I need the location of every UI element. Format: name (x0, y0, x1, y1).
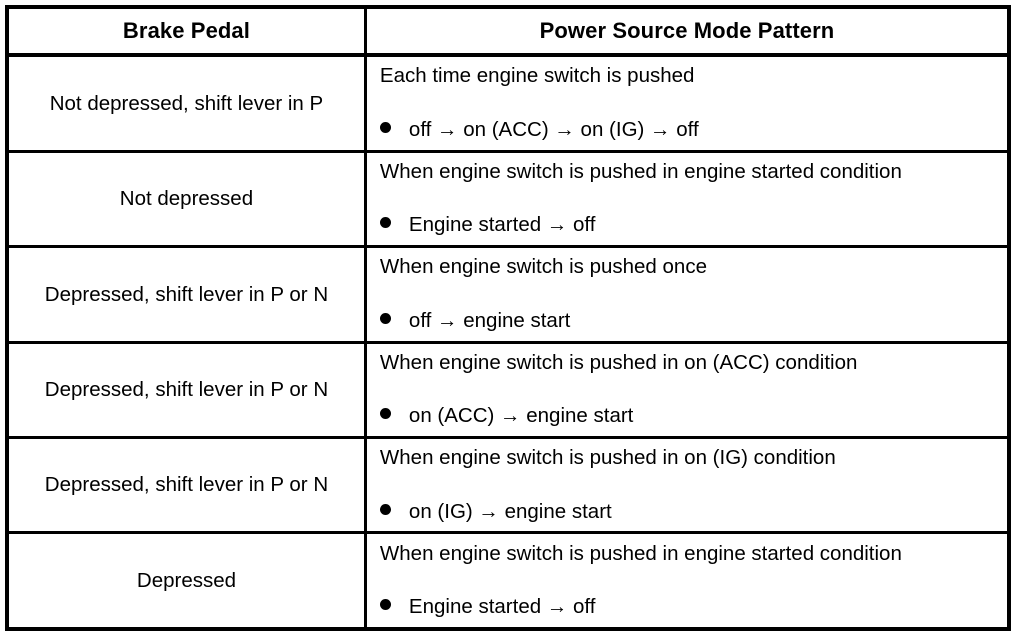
power-source-mode-content: Each time engine switch is pushed off → … (367, 64, 1007, 142)
brake-pedal-cell: Depressed, shift lever in P or N (7, 436, 367, 533)
table-row: Not depressed, shift lever in P Each tim… (7, 55, 1009, 152)
brake-pedal-cell: Depressed, shift lever in P or N (7, 245, 367, 343)
power-source-mode-cell: When engine switch is pushed in on (ACC)… (365, 340, 1009, 438)
table-row: Depressed, shift lever in P or N When en… (7, 340, 1009, 438)
power-source-mode-content: When engine switch is pushed in on (IG) … (367, 446, 1007, 524)
power-source-mode-cell: Each time engine switch is pushed off → … (365, 55, 1009, 152)
power-source-mode-cell: When engine switch is pushed in on (IG) … (365, 436, 1009, 533)
table-header-row: Brake Pedal Power Source Mode Pattern (7, 7, 1009, 58)
condition-text: When engine switch is pushed in on (IG) … (379, 446, 836, 470)
brake-pedal-value: Depressed, shift lever in P or N (44, 473, 329, 497)
brake-pedal-value: Depressed (136, 568, 237, 592)
pattern-text: on (ACC) → engine start (408, 404, 634, 428)
power-source-mode-table: Brake Pedal Power Source Mode Pattern No… (5, 5, 1011, 631)
brake-pedal-value: Not depressed (119, 187, 254, 211)
power-source-mode-content: When engine switch is pushed in engine s… (367, 160, 1007, 238)
condition-text: Each time engine switch is pushed (379, 64, 695, 88)
bullet-icon (379, 503, 391, 515)
brake-pedal-cell: Not depressed, shift lever in P (7, 55, 367, 152)
condition-text: When engine switch is pushed in engine s… (379, 541, 902, 565)
column-header-power-source-mode-pattern: Power Source Mode Pattern (365, 7, 1009, 58)
brake-pedal-value: Not depressed, shift lever in P (49, 91, 324, 115)
brake-pedal-value: Depressed, shift lever in P or N (44, 378, 329, 402)
bullet-icon (379, 217, 391, 229)
table-row: Not depressed When engine switch is push… (7, 149, 1009, 247)
power-source-mode-cell: When engine switch is pushed in engine s… (365, 149, 1009, 247)
power-source-mode-content: When engine switch is pushed once off → … (367, 255, 1007, 333)
bullet-icon (379, 121, 391, 133)
column-header-brake-pedal-label: Brake Pedal (122, 18, 250, 43)
brake-pedal-value: Depressed, shift lever in P or N (44, 282, 329, 306)
pattern-text: off → on (ACC) → on (IG) → off (408, 117, 699, 141)
brake-pedal-cell: Depressed (7, 531, 367, 629)
power-source-mode-content: When engine switch is pushed in engine s… (367, 542, 1007, 620)
power-source-mode-cell: When engine switch is pushed in engine s… (365, 531, 1009, 629)
pattern-text: on (IG) → engine start (408, 499, 612, 523)
table-row: Depressed, shift lever in P or N When en… (7, 436, 1009, 533)
pattern-bullet-line: off → on (ACC) → on (IG) → off (379, 117, 1003, 143)
pattern-text: Engine started → off (408, 595, 596, 619)
brake-pedal-cell: Not depressed (7, 149, 367, 247)
bullet-icon (379, 408, 391, 420)
pattern-text: Engine started → off (408, 213, 596, 237)
pattern-bullet-line: Engine started → off (379, 213, 1003, 238)
table-row: Depressed, shift lever in P or N When en… (7, 245, 1009, 343)
table-body: Not depressed, shift lever in P Each tim… (7, 55, 1009, 629)
column-header-brake-pedal: Brake Pedal (7, 7, 367, 58)
power-source-mode-content: When engine switch is pushed in on (ACC)… (367, 351, 1007, 429)
column-header-power-source-mode-pattern-label: Power Source Mode Pattern (539, 18, 835, 43)
table-row: Depressed When engine switch is pushed i… (7, 531, 1009, 629)
condition-text: When engine switch is pushed in on (ACC)… (379, 350, 858, 374)
condition-text: When engine switch is pushed in engine s… (379, 159, 902, 183)
pattern-bullet-line: on (ACC) → engine start (379, 404, 1003, 429)
bullet-icon (379, 312, 391, 324)
power-source-mode-cell: When engine switch is pushed once off → … (365, 245, 1009, 343)
pattern-text: off → engine start (408, 308, 571, 332)
table-header: Brake Pedal Power Source Mode Pattern (7, 7, 1009, 58)
pattern-bullet-line: on (IG) → engine start (379, 499, 1003, 525)
pattern-bullet-line: Engine started → off (379, 595, 1003, 620)
pattern-bullet-line: off → engine start (379, 308, 1003, 334)
bullet-icon (379, 599, 391, 611)
brake-pedal-cell: Depressed, shift lever in P or N (7, 340, 367, 438)
condition-text: When engine switch is pushed once (379, 255, 707, 279)
